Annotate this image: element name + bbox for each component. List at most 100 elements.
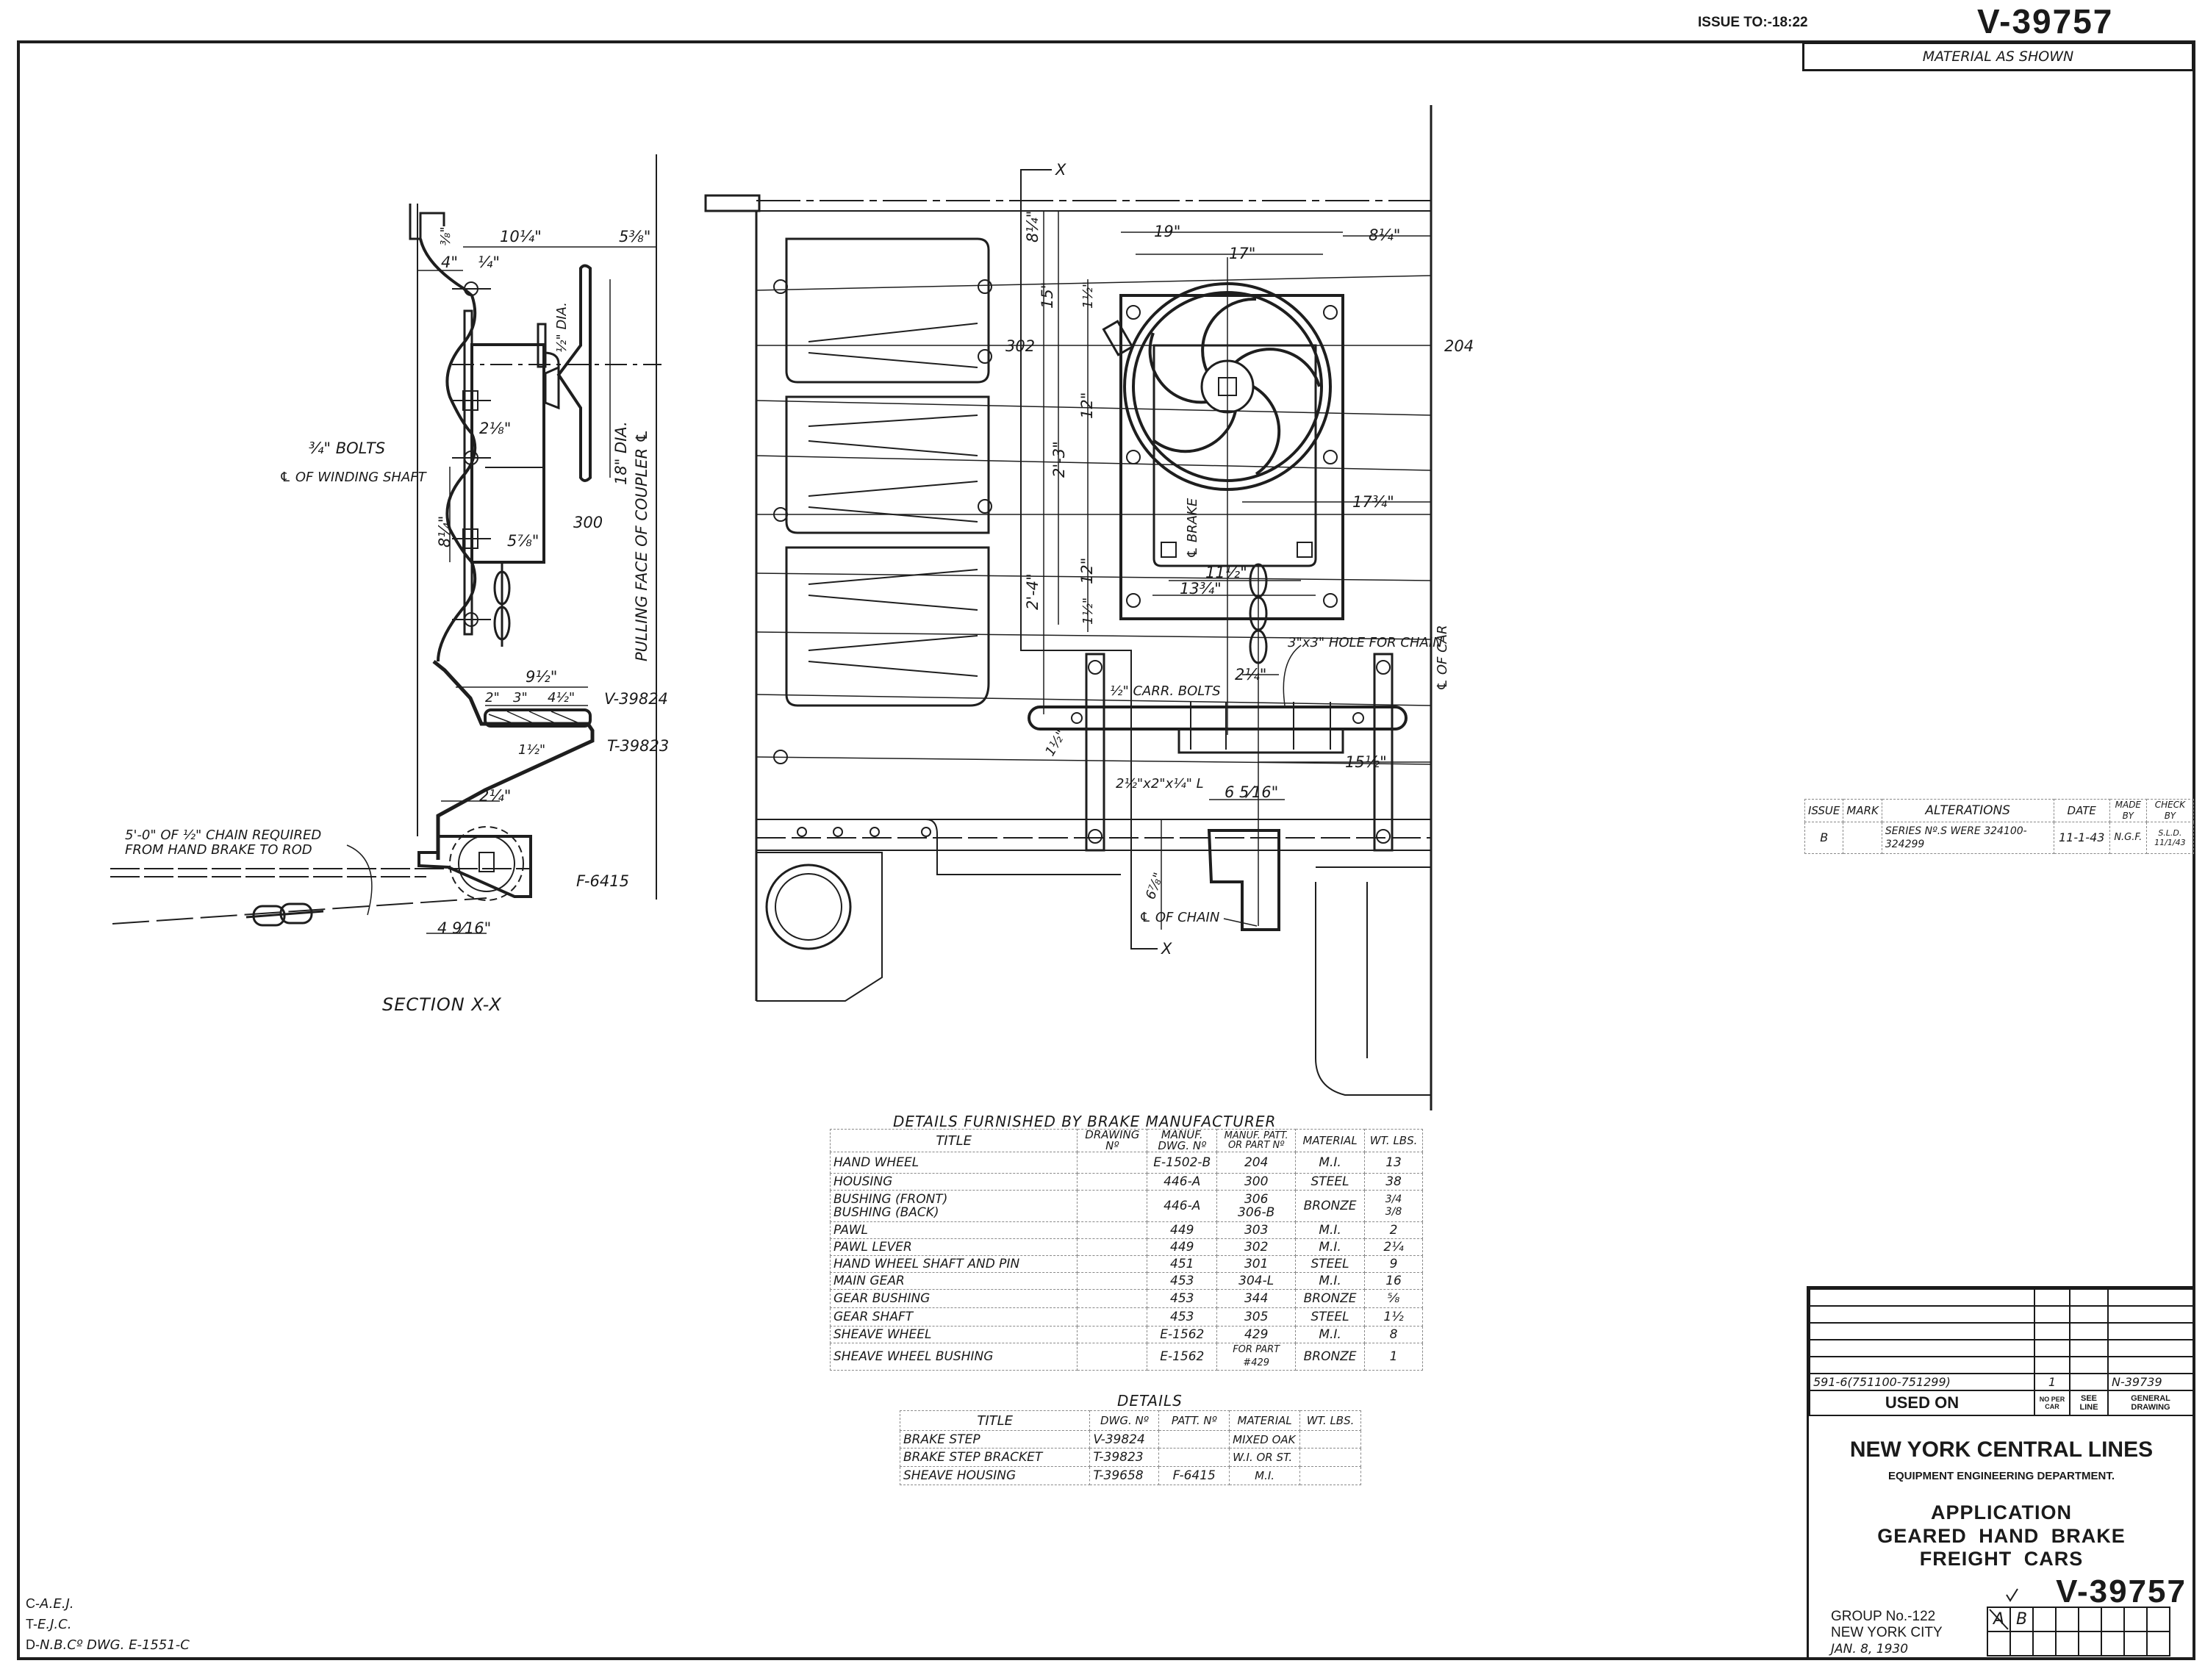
cell: 429 — [1216, 1326, 1297, 1343]
cell — [1299, 1466, 1361, 1485]
cell: SHEAVE WHEEL BUSHING — [829, 1343, 1078, 1371]
drawing-number: V-39757 — [2056, 1573, 2187, 1609]
dim-label: 2'-4" — [1024, 573, 1041, 610]
material-text: MATERIAL AS SHOWN — [1922, 49, 2074, 65]
cell: 13 — [1364, 1152, 1423, 1174]
issue-cell — [2078, 1631, 2102, 1656]
cell — [1299, 1448, 1361, 1467]
header-cell: CHECK BY — [2145, 799, 2195, 822]
dim-label: 10¼" — [500, 228, 542, 245]
cell: SHEAVE WHEEL — [829, 1326, 1078, 1343]
dim-label: 15" — [1039, 282, 1056, 309]
cell — [1077, 1343, 1148, 1371]
chain-note: 5'-0" OF ½" CHAIN REQUIRED — [125, 828, 321, 843]
cell: 453 — [1147, 1307, 1218, 1327]
used-on-row — [1809, 1339, 2194, 1357]
cell — [1158, 1448, 1230, 1467]
dim-label: 12" — [1078, 392, 1096, 419]
cell: BRAKE STEP BRACKET — [899, 1448, 1091, 1467]
hand-wheel — [1102, 282, 1332, 491]
check-mark-icon — [2006, 1588, 2018, 1602]
issue-cell: A — [1987, 1607, 2011, 1632]
header-cell: MANUF. PATT. OR PART Nº — [1216, 1129, 1297, 1152]
used-on-header-row: USED ON NO PER CAR SEE LINE GENERAL DRAW… — [1809, 1390, 2194, 1416]
section-mark: X — [1055, 161, 1066, 179]
dim-label: 5⅞" — [507, 532, 539, 550]
city: NEW YORK CITY — [1831, 1625, 1943, 1640]
cell: STEEL — [1295, 1255, 1366, 1273]
alterations-table: ISSUE MARK ALTERATIONS DATE MADE BY CHEC… — [1804, 799, 2195, 854]
used-on-row — [1809, 1305, 2194, 1324]
header-cell: TITLE — [899, 1410, 1091, 1431]
dim-label: 9½" — [526, 668, 557, 686]
header-cell: ISSUE — [1804, 799, 1844, 822]
cell: V-39824 — [1089, 1430, 1160, 1449]
dim-label: 2¼" — [479, 787, 511, 805]
carr-bolts-label: ½" CARR. BOLTS — [1110, 683, 1221, 699]
cell — [1077, 1238, 1148, 1256]
section-mark: X — [1161, 940, 1172, 958]
sig-initials: A.E.J. — [40, 1596, 74, 1612]
dim-label: 8¼" — [436, 516, 453, 548]
step-ref-label: V-39824 — [604, 690, 668, 708]
used-on-row — [1809, 1288, 2194, 1307]
cell: FOR PART #429 — [1216, 1343, 1297, 1371]
cell: 38 — [1364, 1173, 1423, 1191]
part-300-label: 300 — [573, 514, 603, 531]
cell: BRONZE — [1295, 1343, 1366, 1371]
issue-cell — [1987, 1631, 2011, 1656]
cell: N.G.F. — [2109, 822, 2147, 854]
cell: MIXED OAK — [1229, 1430, 1301, 1449]
cross-out-icon — [1989, 1609, 2009, 1630]
dim-label: 15½" — [1345, 753, 1387, 771]
drawing-title-line: FREIGHT CARS — [1919, 1548, 2084, 1570]
cell: 2 — [1364, 1221, 1423, 1239]
company-name: NEW YORK CENTRAL LINES — [1849, 1437, 2154, 1462]
issue-letter: B — [2015, 1610, 2028, 1629]
cell: M.I. — [1229, 1466, 1301, 1485]
cell: HOUSING — [829, 1173, 1078, 1191]
issue-grid: A B — [1987, 1607, 2170, 1656]
cell: 446-A — [1147, 1173, 1218, 1191]
cell: M.I. — [1295, 1221, 1366, 1239]
cell: 1 — [1364, 1343, 1423, 1371]
table-header-row: TITLE DWG. Nº PATT. Nº MATERIAL WT. LBS. — [899, 1410, 1361, 1431]
car-centerline-label: ℄ OF CAR — [1435, 625, 1450, 692]
table-row: B SERIES Nº.S WERE 324100- 324299 11-1-4… — [1804, 822, 2195, 854]
brake-details-title: DETAILS FURNISHED BY BRAKE MANUFACTURER — [893, 1113, 1276, 1130]
cell: 344 — [1216, 1289, 1297, 1308]
cell: M.I. — [1295, 1326, 1366, 1343]
sig-initials: N.B.Cº DWG. E-1551-C — [40, 1637, 190, 1653]
cell: F-6415 — [1158, 1466, 1230, 1485]
part-302-label: 302 — [1005, 337, 1035, 355]
part-204-label: 204 — [1444, 337, 1474, 355]
issue-cell — [2055, 1607, 2079, 1632]
cell: 449 — [1147, 1238, 1218, 1256]
see-line-label: SEE LINE — [2069, 1390, 2109, 1416]
dim-label: ½" DIA. — [554, 302, 570, 353]
cell: BRONZE — [1295, 1289, 1366, 1308]
bolts-label: ¾" BOLTS — [309, 439, 385, 457]
used-on-row — [1809, 1356, 2194, 1374]
drawing-date: JAN. 8, 1930 — [1831, 1642, 1909, 1656]
elevation-view-labels: X X 19" 17" 8¼" 8¼" 15" 1½" 302 204 12" … — [1005, 161, 1474, 958]
cell: W.I. OR ST. — [1229, 1448, 1301, 1467]
sig-prefix: T- — [26, 1617, 37, 1631]
header-cell: MARK — [1843, 799, 1882, 822]
dim-label: 3" — [513, 690, 528, 706]
cell: 306 306-B — [1216, 1190, 1297, 1222]
no-per-car-label: NO PER CAR — [2034, 1390, 2070, 1416]
issue-cell — [2146, 1607, 2170, 1632]
issue-cell — [2032, 1631, 2057, 1656]
cell: 16 — [1364, 1272, 1423, 1290]
cell: 446-A — [1147, 1190, 1218, 1222]
cell — [1077, 1326, 1148, 1343]
angle-label: 2½"x2"x¼" L — [1116, 776, 1204, 791]
